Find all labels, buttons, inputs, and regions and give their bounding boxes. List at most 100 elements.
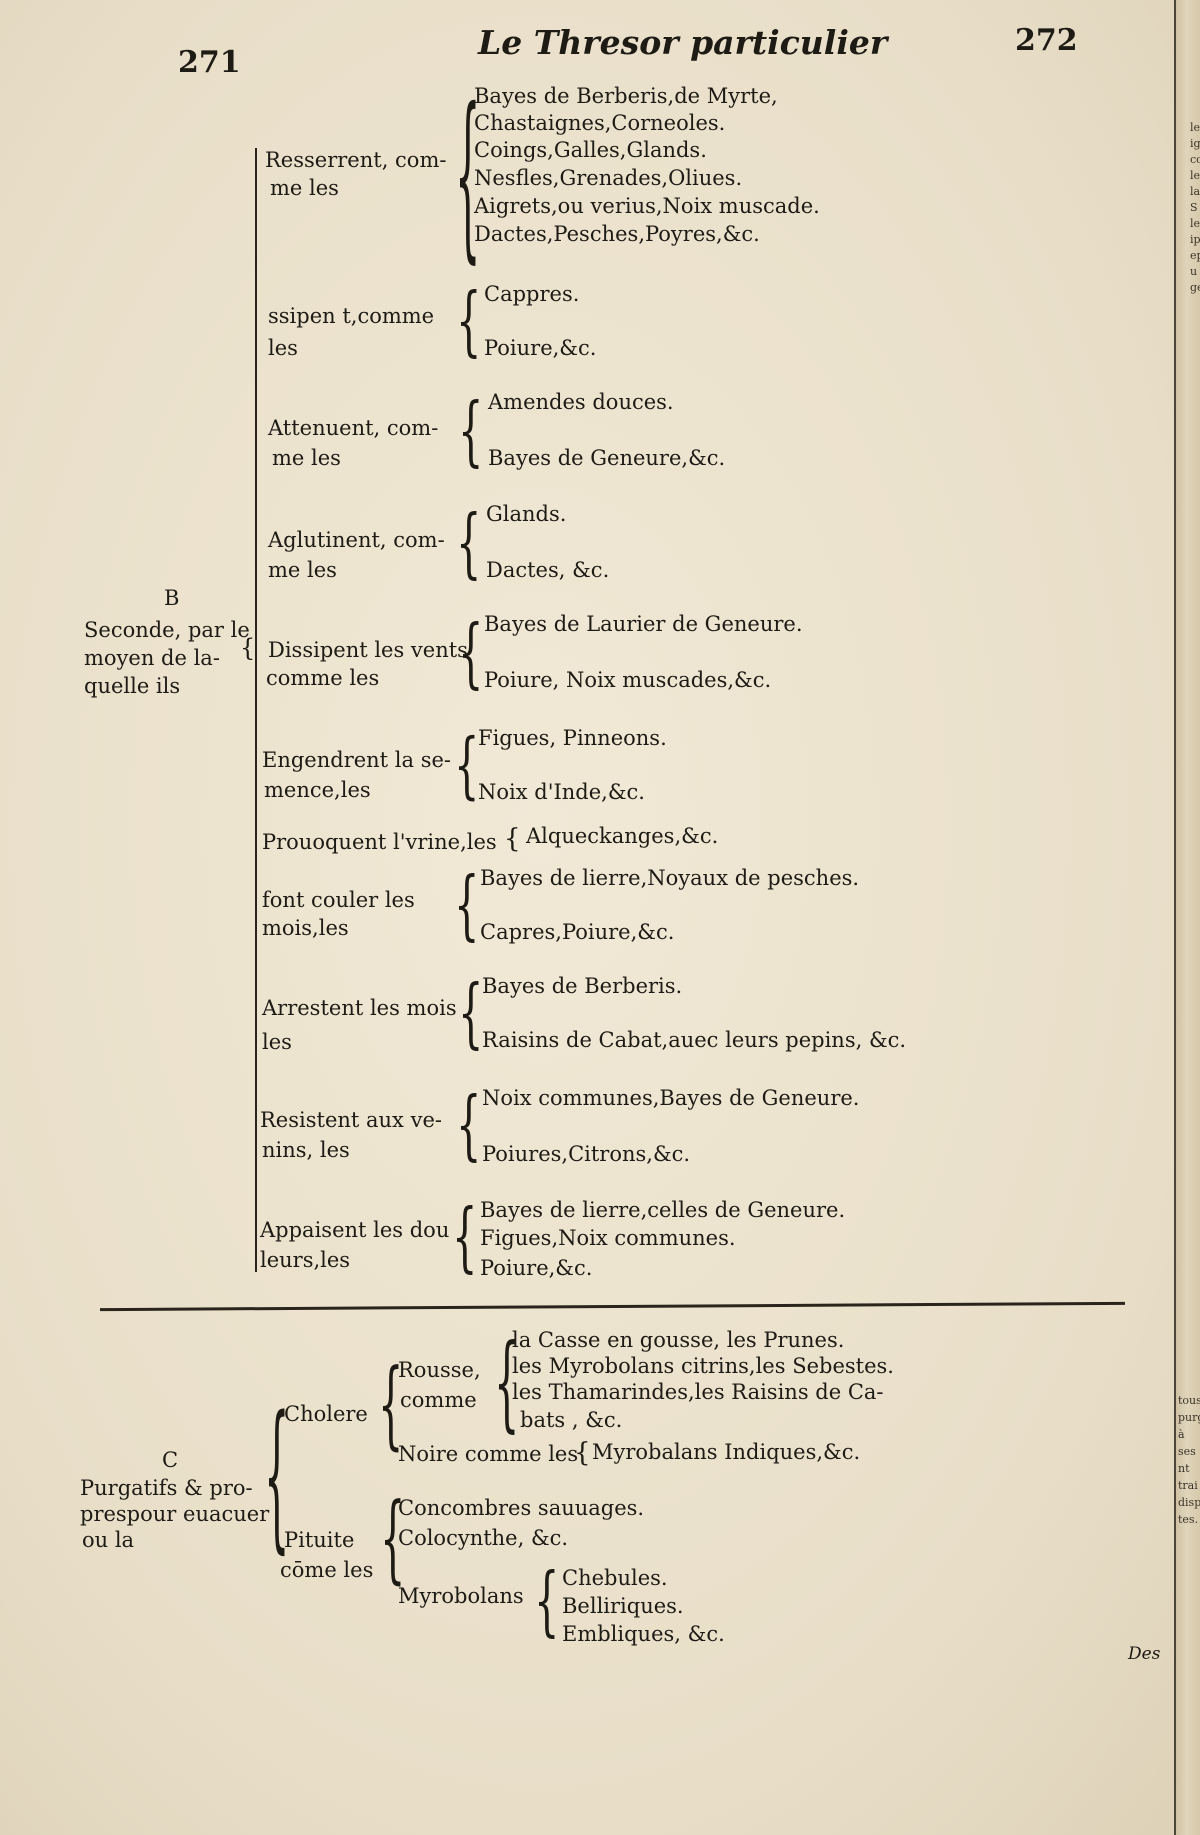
group-aglutinent-label-2: me les (268, 558, 337, 582)
brace: { (454, 862, 480, 950)
brace-pituite: { (380, 1484, 406, 1596)
running-title: Le Thresor particulier (478, 23, 888, 62)
group-arrestent-label-1: Arrestent les mois (262, 996, 457, 1020)
brace: { (456, 500, 482, 588)
item: Noix d'Inde,&c. (478, 780, 645, 804)
group-aglutinent-label-1: Aglutinent, com- (268, 528, 445, 552)
item: Bayes de lierre,celles de Geneure. (480, 1198, 846, 1222)
page-gutter (1174, 0, 1200, 1835)
item: les Myrobolans citrins,les Sebestes. (512, 1354, 894, 1378)
section-c-label-3: ou la (82, 1528, 135, 1552)
item: Noix communes,Bayes de Geneure. (482, 1086, 860, 1110)
item: Bayes de Berberis,de Myrte, (474, 84, 778, 108)
group-engendrent-label-1: Engendrent la se- (262, 748, 452, 772)
item: Coings,Galles,Glands. (474, 138, 707, 162)
item: Bayes de Laurier de Geneure. (484, 612, 803, 636)
brace: { (574, 1438, 591, 1468)
brace-myrobolans: { (534, 1558, 560, 1646)
item: Figues,Noix communes. (480, 1226, 736, 1250)
item: la Casse en gousse, les Prunes. (512, 1328, 845, 1352)
pituite-label-2: cōme les (280, 1558, 374, 1582)
brace-cholere: { (378, 1350, 404, 1462)
group-font-couler-label-2: mois,les (262, 916, 349, 940)
group-resserrent-label-2: me les (270, 176, 339, 200)
brace: { (458, 610, 484, 698)
brace: { (456, 278, 482, 366)
group-dissipent-vents-label-2: comme les (266, 666, 380, 690)
item: Raisins de Cabat,auec leurs pepins, &c. (482, 1028, 907, 1052)
brace-resserrent: { (455, 74, 481, 282)
item: Bayes de lierre,Noyaux de pesches. (480, 866, 860, 890)
pituite-label-1: Pituite (284, 1528, 355, 1552)
brace: { (458, 388, 484, 476)
page-number-left: 271 (178, 45, 241, 80)
section-b-label-1: Seconde, par le (84, 618, 250, 642)
section-c-label-2: prespour euacuer (80, 1502, 270, 1526)
item: Colocynthe, &c. (398, 1526, 569, 1550)
catchword: Des (1128, 1644, 1161, 1664)
item: Aigrets,ou verius,Noix muscade. (474, 194, 820, 218)
group-attenuent-label-1: Attenuent, com- (268, 416, 439, 440)
section-divider (100, 1301, 1125, 1312)
section-b-label-2: moyen de la- (84, 646, 220, 670)
page-number-right: 272 (1015, 23, 1078, 58)
item: Belliriques. (562, 1594, 684, 1618)
group-resistent-label-1: Resistent aux ve- (260, 1108, 442, 1132)
group-font-couler-label-1: font couler les (262, 888, 415, 912)
group-appaisent-label-1: Appaisent les dou (260, 1218, 450, 1242)
item: les Thamarindes,les Raisins de Ca- (512, 1380, 884, 1404)
item: Bayes de Geneure,&c. (488, 446, 726, 470)
item: Poiure,&c. (484, 336, 597, 360)
section-b-bracket (255, 148, 257, 1272)
brace: { (458, 970, 484, 1058)
item: Chastaignes,Corneoles. (474, 111, 726, 135)
rousse-label-1: Rousse, (398, 1358, 481, 1382)
rousse-label-2: comme (400, 1388, 477, 1412)
brace: { (456, 1082, 482, 1170)
item: Cappres. (484, 282, 580, 306)
item: Poiure,&c. (480, 1256, 593, 1280)
item: Myrobalans Indiques,&c. (592, 1440, 861, 1464)
section-b-label-3: quelle ils (84, 674, 181, 698)
margin-note-top: leigcolelaSleipepuge (1190, 121, 1200, 294)
group-resserrent-label-1: Resserrent, com- (265, 148, 447, 172)
item: Poiure, Noix muscades,&c. (484, 668, 772, 692)
group-dissipent-label-2: les (268, 336, 298, 360)
item: Dactes, &c. (486, 558, 610, 582)
group-arrestent-label-2: les (262, 1030, 292, 1054)
brace-rousse: { (494, 1324, 520, 1444)
item: bats , &c. (520, 1408, 623, 1432)
group-dissipent-vents-label-1: Dissipent les vents (268, 638, 468, 662)
item: Dactes,Pesches,Poyres,&c. (474, 222, 760, 246)
item: Embliques, &c. (562, 1622, 725, 1646)
item: Figues, Pinneons. (478, 726, 667, 750)
group-prouoquent-label: Prouoquent l'vrine,les (262, 830, 497, 854)
section-b-letter: B (164, 586, 180, 610)
group-resistent-label-2: nins, les (262, 1138, 350, 1162)
brace: { (452, 1194, 478, 1282)
item: Poiures,Citrons,&c. (482, 1142, 691, 1166)
noire-label: Noire comme les (398, 1442, 579, 1466)
brace-section-c: { (264, 1386, 290, 1570)
section-c-label-1: Purgatifs & pro- (80, 1476, 253, 1500)
group-engendrent-label-2: mence,les (264, 778, 371, 802)
item: Nesfles,Grenades,Oliues. (474, 166, 743, 190)
section-b-bracket-point: { (240, 634, 256, 662)
group-appaisent-label-2: leurs,les (260, 1248, 351, 1272)
group-dissipent-label-1: ssipen t,comme (268, 304, 435, 328)
myrobolans-label: Myrobolans (398, 1584, 524, 1608)
item: Glands. (486, 502, 567, 526)
item: Chebules. (562, 1566, 668, 1590)
brace: { (454, 724, 480, 808)
item: Amendes douces. (488, 390, 674, 414)
item: Bayes de Berberis. (482, 974, 683, 998)
cholere-label: Cholere (284, 1402, 368, 1426)
item: Capres,Poiure,&c. (480, 920, 675, 944)
item: Concombres sauuages. (398, 1496, 645, 1520)
brace: { (504, 824, 521, 854)
section-c-letter: C (162, 1448, 179, 1472)
item: Alqueckanges,&c. (526, 824, 719, 848)
group-attenuent-label-2: me les (272, 446, 341, 470)
